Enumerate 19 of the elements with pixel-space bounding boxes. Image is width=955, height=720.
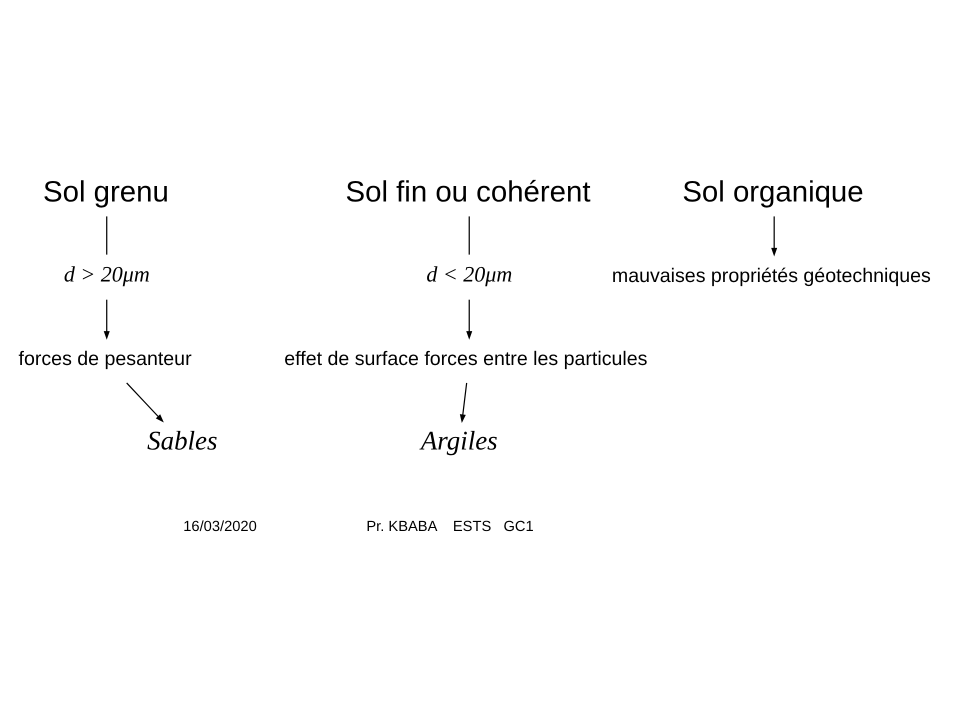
node-text: Sol organique — [682, 175, 864, 208]
label: Pr. KBABA ESTS GC1 — [366, 518, 534, 534]
arrow — [771, 216, 778, 256]
node-text: Sol grenu — [43, 175, 169, 208]
connector — [468, 216, 470, 254]
arrow — [460, 382, 468, 423]
arrow — [466, 299, 472, 340]
node-text: effet de surface forces entre les particules — [284, 348, 648, 370]
arrow — [126, 382, 164, 422]
node-text: d < 20μm — [426, 260, 512, 286]
label: 16/03/2020 — [183, 518, 257, 534]
node-text: Argiles — [420, 424, 498, 455]
node-text: d > 20μm — [64, 260, 150, 286]
arrow — [104, 299, 110, 340]
node-text: mauvaises propriétés géotechniques — [612, 264, 931, 286]
node-text: Sables — [147, 424, 218, 455]
node-text: Sol fin ou cohérent — [346, 175, 591, 208]
connector — [106, 216, 108, 254]
node-text: forces de pesanteur — [18, 348, 192, 370]
